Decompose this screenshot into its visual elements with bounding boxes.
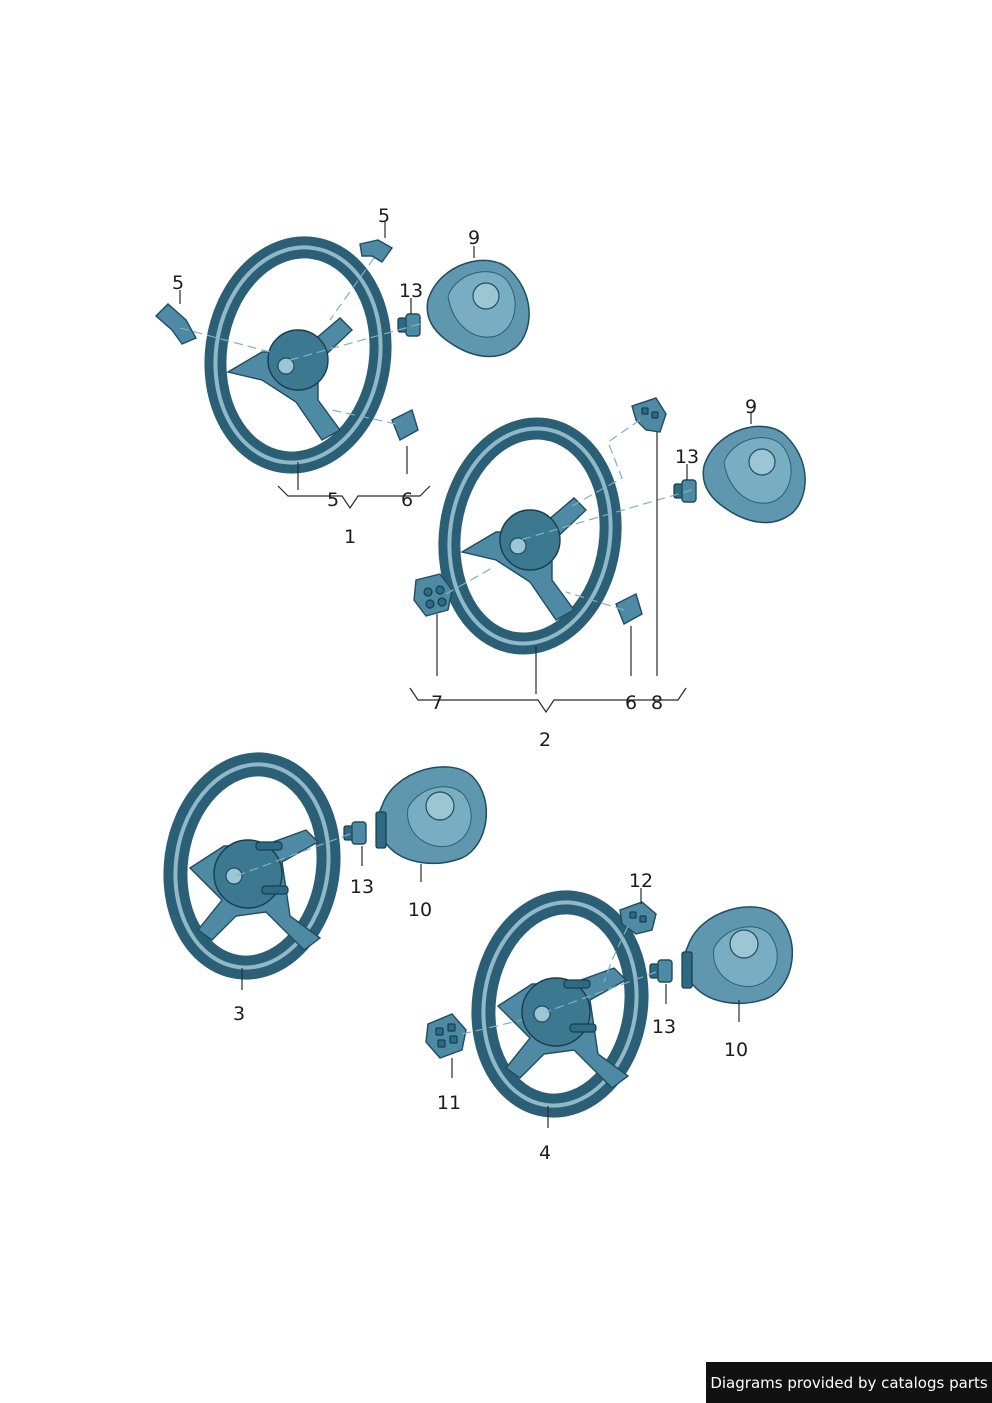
callout-6-a: 6 [401, 489, 413, 511]
bolt-13-d [649, 959, 673, 983]
button-panel-8 [631, 397, 667, 433]
callout-10-a: 10 [408, 899, 432, 921]
callout-13-c: 13 [350, 876, 374, 898]
assembly-1-leaders [179, 222, 475, 510]
callout-1: 1 [344, 526, 356, 548]
assembly-4-leaders [451, 888, 740, 1128]
callout-5-left: 5 [172, 272, 184, 294]
steering-wheel-1 [204, 236, 392, 474]
steering-wheel-3 [163, 752, 341, 980]
callout-9-b: 9 [745, 396, 757, 418]
button-panel-12 [619, 901, 657, 935]
callout-8: 8 [651, 692, 663, 714]
callout-3: 3 [233, 1003, 245, 1025]
trim-cover-5-left [154, 303, 197, 345]
button-panel-11 [425, 1013, 467, 1059]
airbag-unit-10-b [681, 906, 793, 1005]
callout-13-a: 13 [399, 280, 423, 302]
callout-11: 11 [437, 1092, 461, 1114]
callout-6-b: 6 [625, 692, 637, 714]
assembly-3-leaders [235, 833, 422, 990]
callout-4: 4 [539, 1142, 551, 1164]
airbag-unit-9-b [702, 425, 806, 524]
bolt-13-c [343, 821, 367, 845]
trim-cover-5-top [359, 239, 394, 263]
callout-10-b: 10 [724, 1039, 748, 1061]
credit-text: Diagrams provided by catalogs parts [710, 1373, 988, 1392]
callout-13-d: 13 [652, 1016, 676, 1038]
credit-banner: Diagrams provided by catalogs parts [706, 1362, 992, 1403]
trim-cover-6-b [615, 593, 643, 625]
callout-5-bottom: 5 [327, 489, 339, 511]
steering-wheel-4 [471, 890, 649, 1118]
steering-wheel-2 [438, 417, 622, 655]
airbag-unit-10-a [375, 766, 487, 865]
assembly-2-leaders [409, 412, 752, 714]
airbag-unit-9-a [426, 259, 530, 358]
trim-cover-6-a [391, 409, 419, 441]
callout-13-b: 13 [675, 446, 699, 468]
callout-12: 12 [629, 870, 653, 892]
callout-7: 7 [431, 692, 443, 714]
callout-2: 2 [539, 729, 551, 751]
callout-9-a: 9 [468, 227, 480, 249]
bolt-13-b [673, 479, 697, 503]
callout-5-top: 5 [378, 205, 390, 227]
button-panel-7 [413, 573, 453, 617]
